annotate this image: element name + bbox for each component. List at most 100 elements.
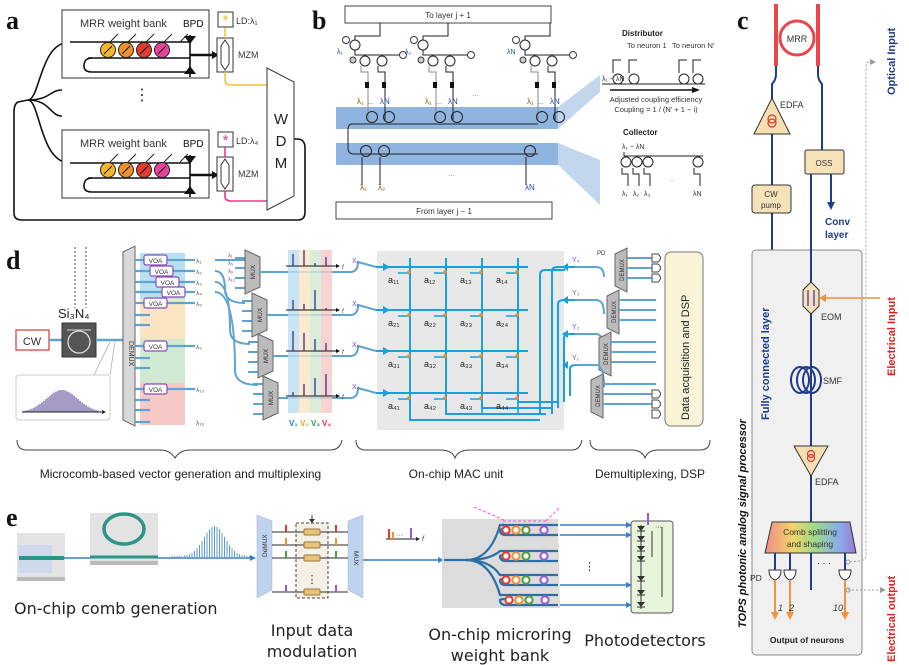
x-input-waveguide	[273, 344, 377, 357]
channel-lambda: λ₅	[196, 301, 202, 308]
caption-demux-dsp: Demultiplexing, DSP	[594, 467, 706, 481]
svg-text:⋮: ⋮	[307, 574, 318, 586]
mzm-bottom-label: MZM	[238, 169, 259, 179]
x-input-label: X₁	[352, 258, 360, 265]
collector-ring	[620, 156, 632, 168]
column-waveguide	[409, 258, 540, 421]
panel-b-diagram: To layer j + 1 From layer j − 1 λ₁...λNλ…	[335, 5, 715, 220]
photodiode	[651, 399, 661, 409]
weight-ring	[539, 551, 549, 561]
svg-text:*: *	[223, 12, 229, 29]
modulator	[450, 82, 454, 88]
weight-ring	[511, 575, 521, 585]
coupler-chip	[17, 533, 65, 581]
photodiode	[651, 389, 661, 399]
svg-text:2: 2	[788, 603, 794, 613]
mux-label: MUX	[263, 348, 270, 363]
tuning-arrow	[109, 153, 119, 163]
drop-node	[349, 56, 357, 64]
wdm-multiplexer: W D M	[266, 67, 295, 211]
tuning-arrow	[163, 33, 173, 43]
weight-ring	[524, 595, 534, 605]
x-input-label: X₃	[352, 342, 360, 349]
weight-ring	[444, 55, 456, 67]
svg-text:DEMUX: DEMUX	[127, 341, 134, 367]
panel-b: b To layer j + 1 From layer j − 1 λ₁...λ…	[300, 0, 720, 230]
matrix-element: a₃₃	[460, 359, 473, 369]
photodiode	[637, 546, 645, 551]
bias-node	[410, 36, 418, 44]
weight-lambda: λ₁	[357, 97, 364, 106]
weight-ring	[539, 525, 549, 535]
voa-label: VOA	[149, 344, 163, 351]
to-layer-label: To layer j + 1	[425, 11, 471, 20]
weight-node	[479, 354, 483, 358]
svg-text:To neuron N': To neuron N'	[672, 41, 715, 50]
from-layer-label: From layer j − 1	[416, 207, 472, 216]
drop-waveguide	[498, 597, 558, 607]
weight-node	[479, 396, 483, 400]
svg-text:λ₁: λ₁	[622, 191, 629, 198]
svg-text:PD: PD	[750, 573, 762, 583]
photodiode	[637, 536, 645, 541]
bank-title-top: MRR weight bank	[80, 18, 167, 30]
svg-text:···: ···	[655, 524, 662, 531]
matrix-element: a₂₄	[496, 318, 508, 328]
mrr-weight-bank-top: MRR weight bank BPD	[61, 9, 219, 79]
weight-node	[515, 270, 519, 274]
matrix-element: a₃₁	[388, 359, 400, 369]
photodiode	[637, 556, 645, 561]
mux-lambda: λ₁₃	[228, 277, 235, 283]
tuning-arrow	[179, 153, 189, 163]
modulator	[365, 82, 369, 88]
weight-ring	[514, 595, 524, 605]
photodiode	[651, 409, 661, 419]
matrix-element: a₄₂	[424, 401, 437, 411]
voa-label: VOA	[167, 290, 181, 297]
weight-ring	[521, 525, 531, 535]
channel-lambda: λ₁₆	[196, 420, 204, 427]
svg-text:CW: CW	[764, 190, 778, 199]
tuning-arrow	[127, 153, 137, 163]
x-input-label: X₂	[352, 301, 360, 308]
caption-modulation-1: Input data	[270, 621, 354, 640]
photodiode	[637, 602, 645, 607]
panel-e-label: e	[6, 503, 18, 532]
distributor-ring	[434, 111, 446, 123]
smf-spool: SMF	[790, 366, 843, 394]
matrix-element: a₁₁	[388, 275, 399, 285]
collector-ring	[692, 156, 704, 168]
comb-splitting-shaper: Comb splitting and shaping	[764, 521, 857, 554]
mzm-bottom: MZM	[216, 147, 267, 202]
modulator	[303, 541, 321, 549]
microring-weight-bank-chip	[442, 506, 561, 608]
matrix-element: a₂₂	[424, 318, 436, 328]
svg-text:MRR: MRR	[787, 34, 808, 44]
processor-title: TOPS photonic analog signal processor	[737, 419, 749, 628]
weight-ring	[501, 551, 511, 561]
matrix-element: a₁₄	[496, 275, 508, 285]
neuron-lambda: λ₁	[337, 49, 344, 56]
cw-laser-box: CW	[15, 329, 50, 351]
x-input-label: X₄	[352, 384, 360, 391]
panel-c-diagram: MRR EDFA CW pump OSS Conv layer EOM	[750, 4, 886, 656]
y-output-label: Y₂	[572, 324, 580, 331]
svg-text:and shaping: and shaping	[787, 539, 834, 549]
vector-band	[310, 250, 321, 413]
collector-ring	[360, 145, 372, 157]
svg-text:OSS: OSS	[816, 159, 833, 168]
distributor-detail: Distributor To neuron 1 To neuron N' λ₁ …	[602, 29, 715, 114]
distributor-ring	[612, 73, 624, 85]
svg-text:λ₂: λ₂	[378, 183, 385, 192]
weight-node	[407, 313, 411, 317]
svg-text:D: D	[276, 133, 287, 150]
modulator	[382, 82, 386, 88]
weight-lambda: λN	[550, 97, 560, 106]
modulator	[433, 82, 437, 88]
svg-text:DeMUX: DeMUX	[262, 534, 269, 557]
demux-label: DEMUX	[596, 385, 602, 407]
distributor-ring	[383, 111, 395, 123]
svg-text:· · ·: · · ·	[817, 558, 831, 568]
modulation-block: DeMUX MUX ⋮	[256, 514, 364, 599]
